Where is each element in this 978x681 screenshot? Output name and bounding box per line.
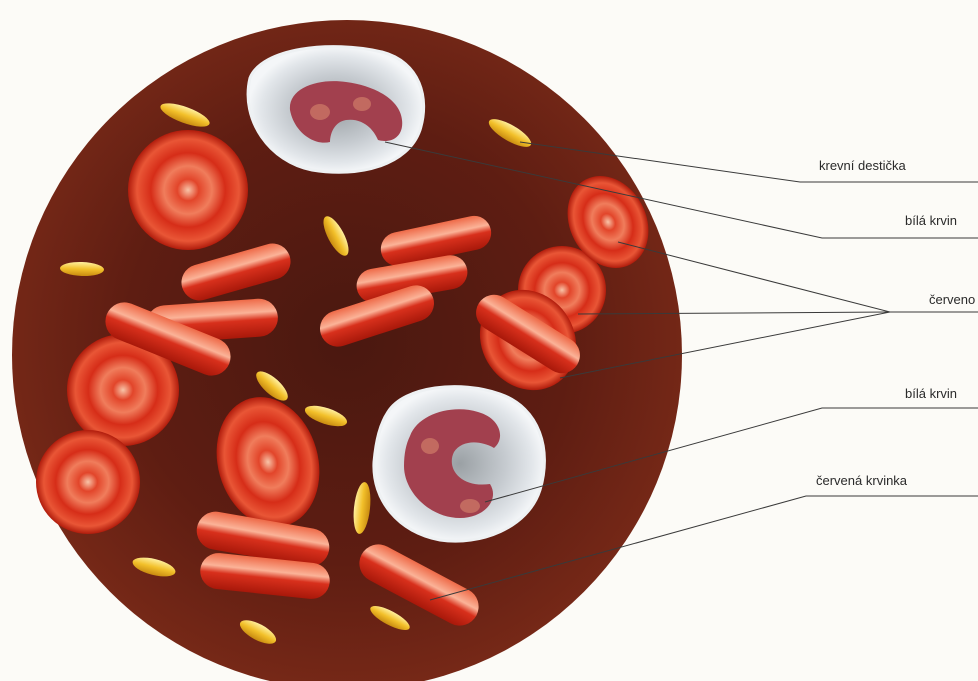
label-white-cell-top: bílá krvin — [905, 213, 957, 229]
label-red-cell-group: červeno — [929, 292, 975, 308]
red-blood-cell — [36, 430, 140, 534]
red-blood-cell — [128, 130, 248, 250]
label-platelet: krevní destička — [819, 158, 906, 174]
label-red-cell-bottom: červená krvinka — [816, 473, 907, 489]
label-white-cell-middle: bílá krvin — [905, 386, 957, 402]
white-blood-cell-middle — [374, 387, 545, 541]
